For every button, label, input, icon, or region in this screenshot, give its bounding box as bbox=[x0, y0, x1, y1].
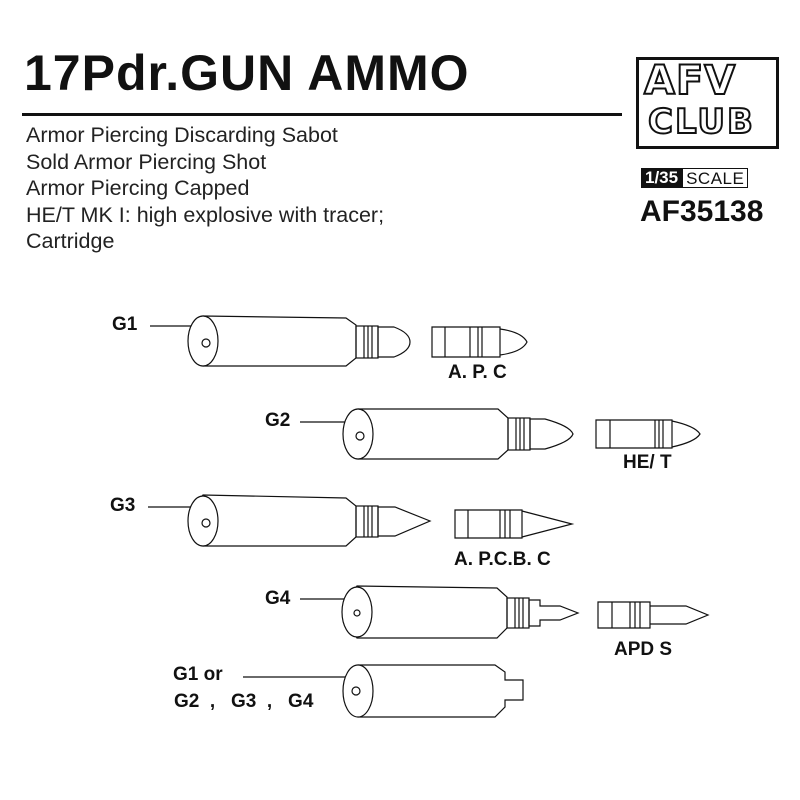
apds-projectile bbox=[597, 601, 710, 629]
g4-round bbox=[300, 585, 580, 639]
g1-driving-band bbox=[355, 325, 379, 359]
label-apcbc: A. P.C.B. C bbox=[454, 549, 551, 570]
g4-driving-band bbox=[506, 597, 530, 629]
afv-club-logo: AFV CLUB bbox=[636, 57, 779, 149]
label-het: HE/ T bbox=[623, 452, 672, 473]
apcbc-projectile bbox=[454, 509, 575, 539]
page-title: 17Pdr.GUN AMMO bbox=[24, 45, 470, 101]
label-g1: G1 bbox=[112, 314, 138, 335]
label-g2: G2 bbox=[265, 410, 291, 431]
g4-primer bbox=[353, 609, 361, 617]
g2-driving-band bbox=[507, 417, 531, 451]
g2-projectile bbox=[529, 418, 574, 450]
het-projectile bbox=[595, 419, 701, 449]
description-apds: Armor Piercing Discarding Sabot bbox=[26, 123, 338, 147]
cartridge-body bbox=[348, 664, 524, 718]
g1-round bbox=[150, 315, 411, 367]
logo-brand-top: AFV bbox=[643, 58, 737, 104]
g1-primer bbox=[201, 338, 211, 348]
g2-case-base bbox=[342, 408, 374, 460]
product-code: AF35138 bbox=[640, 195, 764, 228]
g3-driving-band bbox=[355, 505, 379, 538]
apc-projectile bbox=[431, 326, 528, 358]
description-apc: Armor Piercing Capped bbox=[26, 176, 250, 200]
g4-projectile bbox=[528, 599, 580, 627]
logo-box bbox=[636, 57, 779, 149]
cartridge-base bbox=[342, 664, 374, 718]
label-g3: G3 bbox=[110, 495, 136, 516]
label-apc: A. P. C bbox=[448, 362, 507, 383]
cartridge-primer bbox=[351, 686, 361, 696]
label-cartridge-line2: G2 , G3 , G4 bbox=[174, 691, 314, 712]
g2-primer bbox=[355, 431, 365, 441]
description-het: HE/T MK I: high explosive with tracer; bbox=[26, 202, 385, 227]
g3-case bbox=[193, 494, 357, 547]
g1-projectile bbox=[377, 326, 411, 358]
scale-badge: 1/35 SCALE bbox=[641, 168, 749, 188]
g3-round bbox=[148, 494, 432, 547]
g2-round bbox=[300, 408, 574, 460]
ammo-description-list: Armor Piercing Discarding Sabot Sold Arm… bbox=[26, 122, 384, 255]
label-g4: G4 bbox=[265, 588, 291, 609]
cartridge-case bbox=[243, 664, 524, 718]
title-underline bbox=[22, 113, 622, 116]
g3-primer bbox=[201, 518, 211, 528]
g3-projectile bbox=[377, 506, 432, 537]
label-cartridge-line1: G1 or bbox=[173, 664, 223, 685]
label-apds: APD S bbox=[614, 639, 673, 660]
scale-word: SCALE bbox=[682, 168, 749, 188]
logo-brand-bottom: CLUB bbox=[647, 102, 755, 142]
description-sap: Sold Armor Piercing Shot bbox=[26, 149, 267, 174]
description-cartridge: Cartridge bbox=[26, 229, 115, 253]
scale-ratio: 1/35 bbox=[641, 168, 683, 188]
g4-case-base bbox=[341, 586, 373, 638]
